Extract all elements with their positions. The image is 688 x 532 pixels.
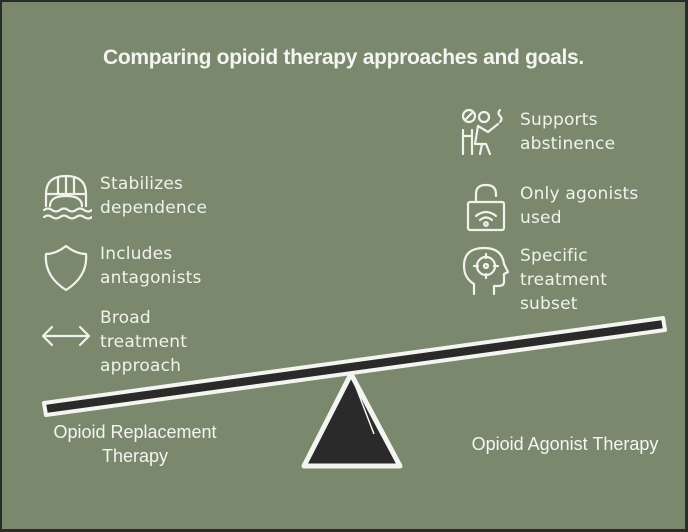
left-item-includes: Includes antagonists	[40, 242, 202, 294]
right-item-label: Only agonists used	[520, 184, 639, 228]
left-heading: Opioid Replacement Therapy	[40, 420, 230, 468]
left-heading-line1: Opioid Replacement	[53, 422, 217, 442]
seesaw-fulcrum	[301, 371, 403, 469]
left-heading-line2: Therapy	[101, 446, 169, 466]
right-item-only-agonists: Only agonists used	[460, 182, 638, 234]
double-arrow-icon	[40, 310, 92, 362]
person-refusing-icon	[460, 108, 512, 160]
left-item-broad: Broad treatment approach	[40, 306, 187, 378]
left-item-label: Broad treatment approach	[100, 308, 188, 376]
bridge-water-icon	[40, 172, 92, 224]
left-item-stabilizes: Stabilizes dependence	[40, 172, 207, 224]
shield-icon	[40, 242, 92, 294]
left-item-label: Includes antagonists	[100, 244, 202, 288]
right-item-label: Supports abstinence	[520, 110, 616, 154]
right-item-specific: Specific treatment subset	[460, 244, 607, 316]
right-item-label: Specific treatment subset	[520, 246, 608, 314]
diagram-title: Comparing opioid therapy approaches and …	[103, 46, 584, 69]
head-target-icon	[460, 244, 512, 296]
right-item-supports: Supports abstinence	[460, 108, 615, 160]
right-heading: Opioid Agonist Therapy	[471, 434, 659, 454]
lock-wifi-icon	[460, 182, 512, 234]
left-item-label: Stabilizes dependence	[100, 174, 208, 218]
